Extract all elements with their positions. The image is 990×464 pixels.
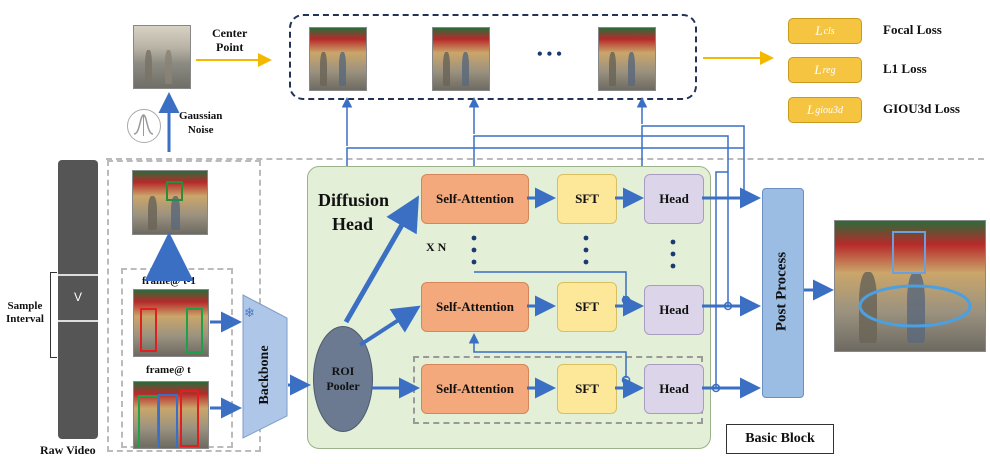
ellipsis: • • • — [537, 46, 562, 63]
noisy-center-image — [133, 25, 191, 89]
sft-block-1: SFT — [557, 174, 617, 224]
noised-image-3 — [598, 27, 656, 91]
raw-video-label: Raw Video — [40, 443, 96, 457]
head-block-2: Head — [644, 285, 704, 335]
giou3d-loss-label: GIOU3d Loss — [883, 101, 960, 116]
noised-image-2 — [432, 27, 490, 91]
frame-t-minus-1-label: frame@ t-1 — [142, 275, 196, 287]
center-point-label: Center Point — [212, 26, 248, 54]
tracked-frame-image — [132, 170, 208, 235]
sft-block-2: SFT — [557, 282, 617, 332]
sample-interval-label: Sample Interval — [6, 300, 44, 325]
roi-pooler: ROI Pooler — [313, 326, 373, 432]
head-block-3: Head — [644, 364, 704, 414]
self-attention-block-2: Self-Attention — [421, 282, 529, 332]
raw-video-bar: V — [58, 160, 98, 439]
xn-label: X N — [426, 240, 447, 254]
frame-t-minus-1-image — [133, 289, 209, 357]
post-process-label: Post Process — [773, 251, 790, 332]
self-attention-block-3: Self-Attention — [421, 364, 529, 414]
frame-t-label: frame@ t — [146, 364, 191, 376]
snowflake-icon: ❄ — [244, 306, 255, 321]
sample-interval-bracket — [50, 272, 57, 358]
noised-samples-container — [289, 14, 697, 100]
roi-pooler-label: ROI Pooler — [326, 364, 360, 393]
basic-block-label: Basic Block — [745, 431, 815, 446]
diffusion-head-label: Diffusion Head — [318, 190, 390, 234]
gaussian-noise-label: Gaussian Noise — [179, 110, 223, 136]
basic-block-label-box: Basic Block — [726, 424, 834, 454]
frame-t-image — [133, 381, 209, 449]
noised-image-1 — [309, 27, 367, 91]
sft-block-3: SFT — [557, 364, 617, 414]
self-attention-block-1: Self-Attention — [421, 174, 529, 224]
video-marker: V — [74, 290, 83, 304]
post-process-block — [762, 188, 804, 398]
focal-loss-label: Focal Loss — [883, 22, 942, 37]
l1-loss-label: L1 Loss — [883, 61, 927, 76]
backbone-label: Backbone — [257, 345, 272, 405]
head-block-1: Head — [644, 174, 704, 224]
gaussian-noise-icon — [127, 109, 161, 143]
final-output-image — [834, 220, 986, 352]
